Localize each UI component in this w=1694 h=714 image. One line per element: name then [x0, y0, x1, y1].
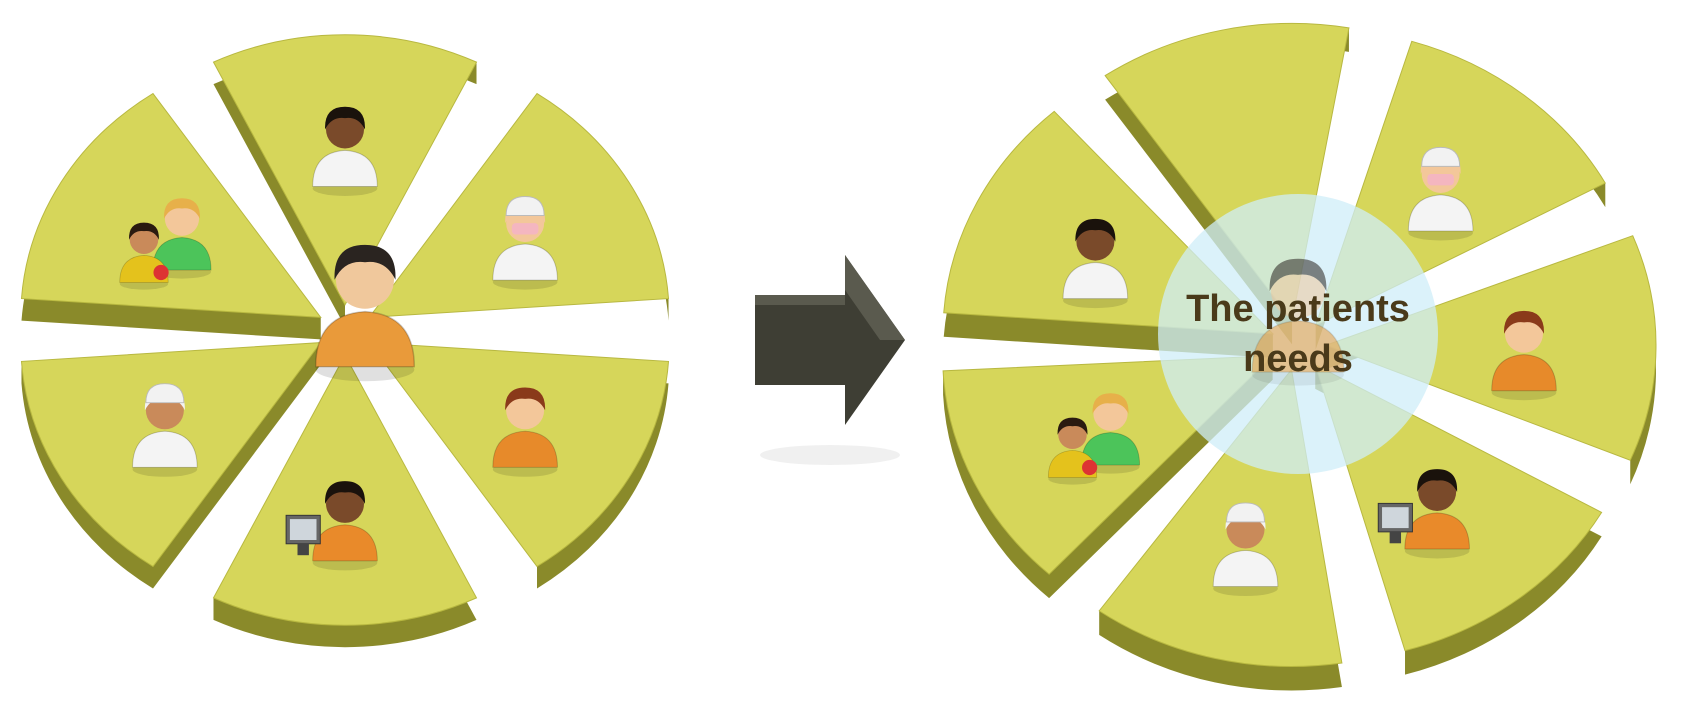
right-arrow-icon [755, 255, 905, 465]
surgeon-icon [492, 196, 558, 290]
doctor-stethoscope-icon [1212, 502, 1279, 597]
nurse-dark-icon [312, 106, 378, 196]
left-pie-wheel [20, 34, 670, 648]
female-doctor-icon [492, 387, 558, 477]
pie-slice [20, 342, 322, 589]
pie-slice [1324, 235, 1657, 485]
computer-user-icon [285, 481, 378, 571]
pie-slice [368, 342, 670, 589]
pie-slice [20, 92, 322, 340]
family-group-icon [1047, 393, 1141, 485]
female-doctor-icon [1491, 310, 1557, 401]
family-group-icon [119, 198, 212, 290]
patient-icon [314, 244, 416, 382]
computer-user-icon [1377, 469, 1470, 559]
pie-slice [368, 92, 670, 340]
pie-slice [212, 34, 478, 327]
center-label: The patients needs [1186, 288, 1410, 380]
right-center-patient-icon [1251, 258, 1345, 386]
pie-slice [212, 354, 478, 648]
nurse-dark-icon [1062, 218, 1129, 309]
patient-icon [1251, 258, 1345, 386]
doctor-stethoscope-icon [132, 383, 198, 477]
surgeon-icon [1407, 146, 1474, 241]
